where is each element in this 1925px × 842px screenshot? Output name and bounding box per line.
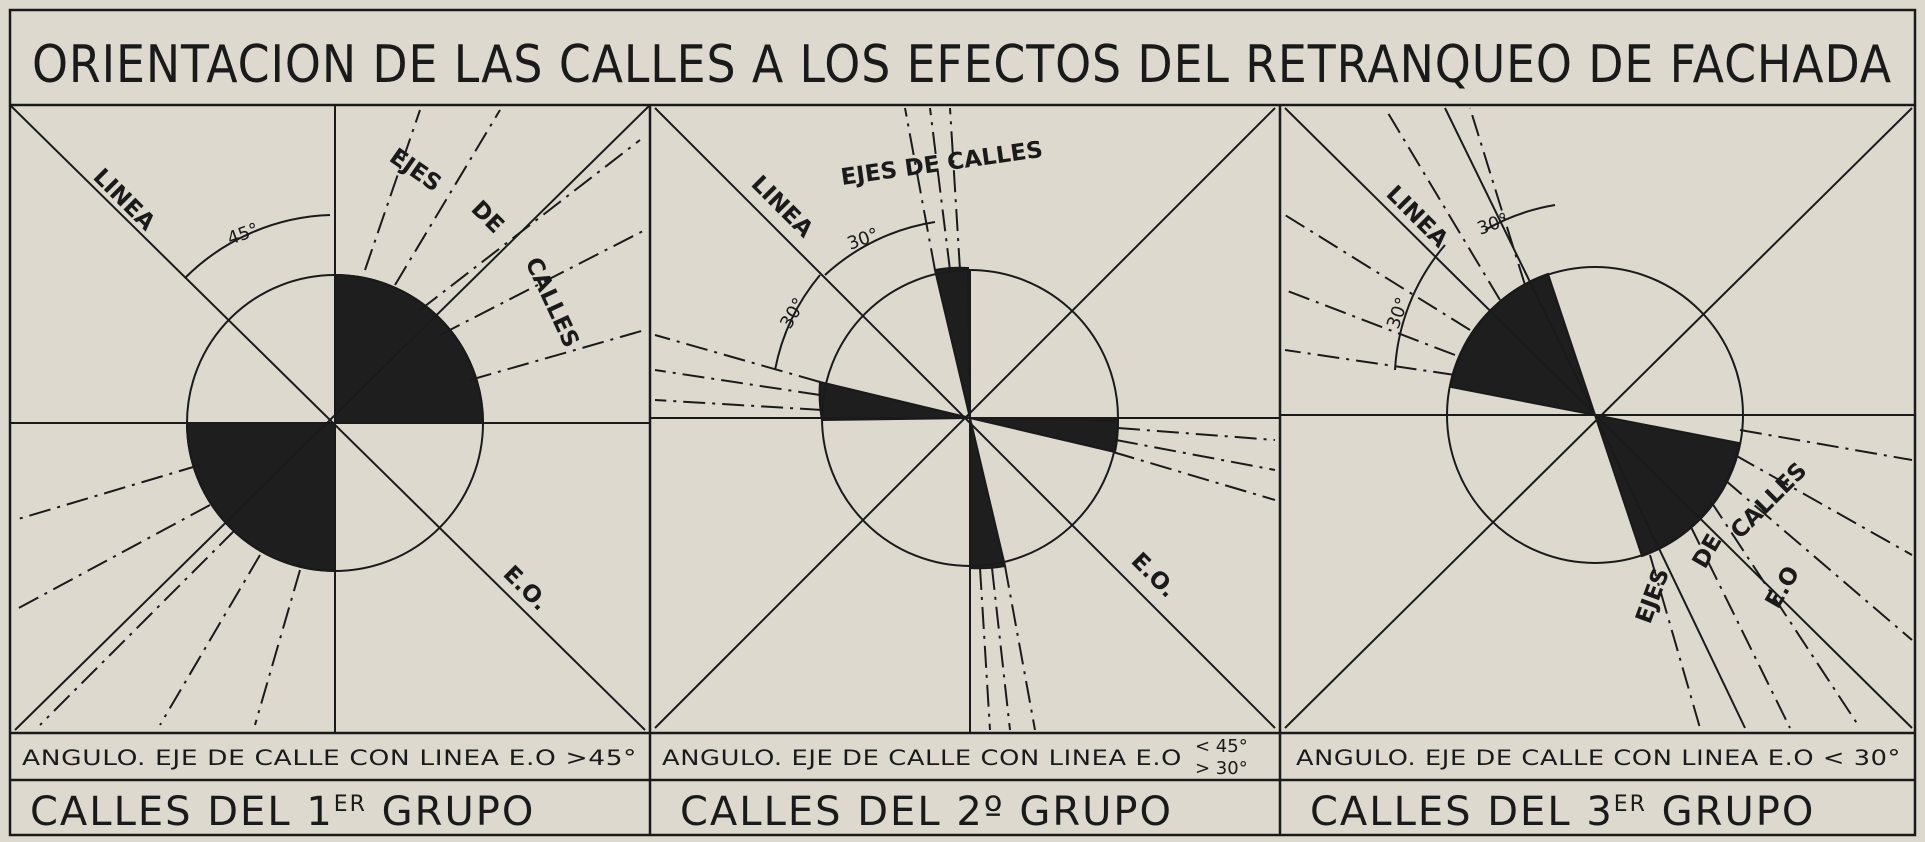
panel-group-1: LINEA 45° EJES DE CALLES E.O. ANGULO. EJ… [9,104,651,835]
panel-2-caption: ANGULO. EJE DE CALLE CON LINEA E.O [662,746,1182,770]
panel-1-group-label: CALLES DEL 1ER GRUPO [30,789,535,835]
panel-2-angle-label-1: 30° [845,224,882,255]
panel-3-caption: ANGULO. EJE DE CALLE CON LINEA E.O < 30° [1296,746,1901,770]
panel-3-street-axes [1284,107,1913,729]
panel-1-street-axes [14,109,646,726]
frame [8,8,1917,837]
panel-group-2: LINEA 30° 30° EJES DE CALLES E.O. ANGULO… [650,107,1280,835]
panel-2-caption-bottom: > 30° [1195,758,1248,779]
panel-3-diagonal-anti [1284,107,1913,729]
panel-2-ejes-label: EJES DE CALLES [839,137,1044,191]
panel-2-angle-arcs [774,221,936,371]
panel-1-linea-label: LINEA [88,164,160,236]
panel-3-axis-se [1594,414,1746,729]
panel-group-3: LINEA 30° 30° EJES DE CALLES E.O ANGULO.… [1280,107,1915,835]
panel-1-shaded-sector-sw [185,422,336,573]
panel-2-linea-label: LINEA [746,171,818,243]
panel-3-axis-nw [1444,107,1596,416]
panel-3-angle-arcs [1394,204,1556,371]
panel-2-group-label: CALLES DEL 2º GRUPO [680,789,1173,835]
panel-1-angle-label: 45° [225,219,262,250]
page-title: ORIENTACION DE LAS CALLES A LOS EFECTOS … [32,35,1892,95]
panel-3-angle-label-2: 30° [1383,295,1414,332]
panel-3-group-label: CALLES DEL 3ER GRUPO [1310,789,1815,835]
panel-3-linea-label: LINEA [1381,181,1453,253]
panel-3-ejes-word: EJES [1631,565,1675,627]
panel-3-quadrants [1280,107,1915,729]
panel-2-quadrants [650,107,1280,733]
panel-1-quadrants [9,104,651,733]
panel-3-de-word: DE [1688,530,1728,573]
panel-3-calles-word: CALLES [1726,458,1812,544]
panel-1-diagonal-eo [9,104,646,731]
panel-2-street-axes [654,107,1276,731]
panel-3-eo-label: E.O [1761,562,1806,613]
panel-2-shaded-sector-n [933,266,971,419]
panel-1-angle-arc [184,214,331,279]
panel-1-calles-word: CALLES [520,254,584,352]
panel-1-shaded-sector-ne [334,273,485,424]
panel-2-shaded-sector-e [969,417,1120,454]
panel-1-caption: ANGULO. EJE DE CALLE CON LINEA E.O >45° [22,746,637,770]
panel-1-diagonal-anti [14,104,651,731]
panel-1-eo-label: E.O. [498,561,553,616]
panel-2-caption-top: < 45° [1195,736,1248,757]
panel-2-eo-label: E.O. [1126,548,1181,603]
panel-2-angle-label-2: 30° [776,294,810,332]
panel-2-diagonal-anti [654,107,1276,729]
panel-1-de-word: DE [466,196,509,239]
